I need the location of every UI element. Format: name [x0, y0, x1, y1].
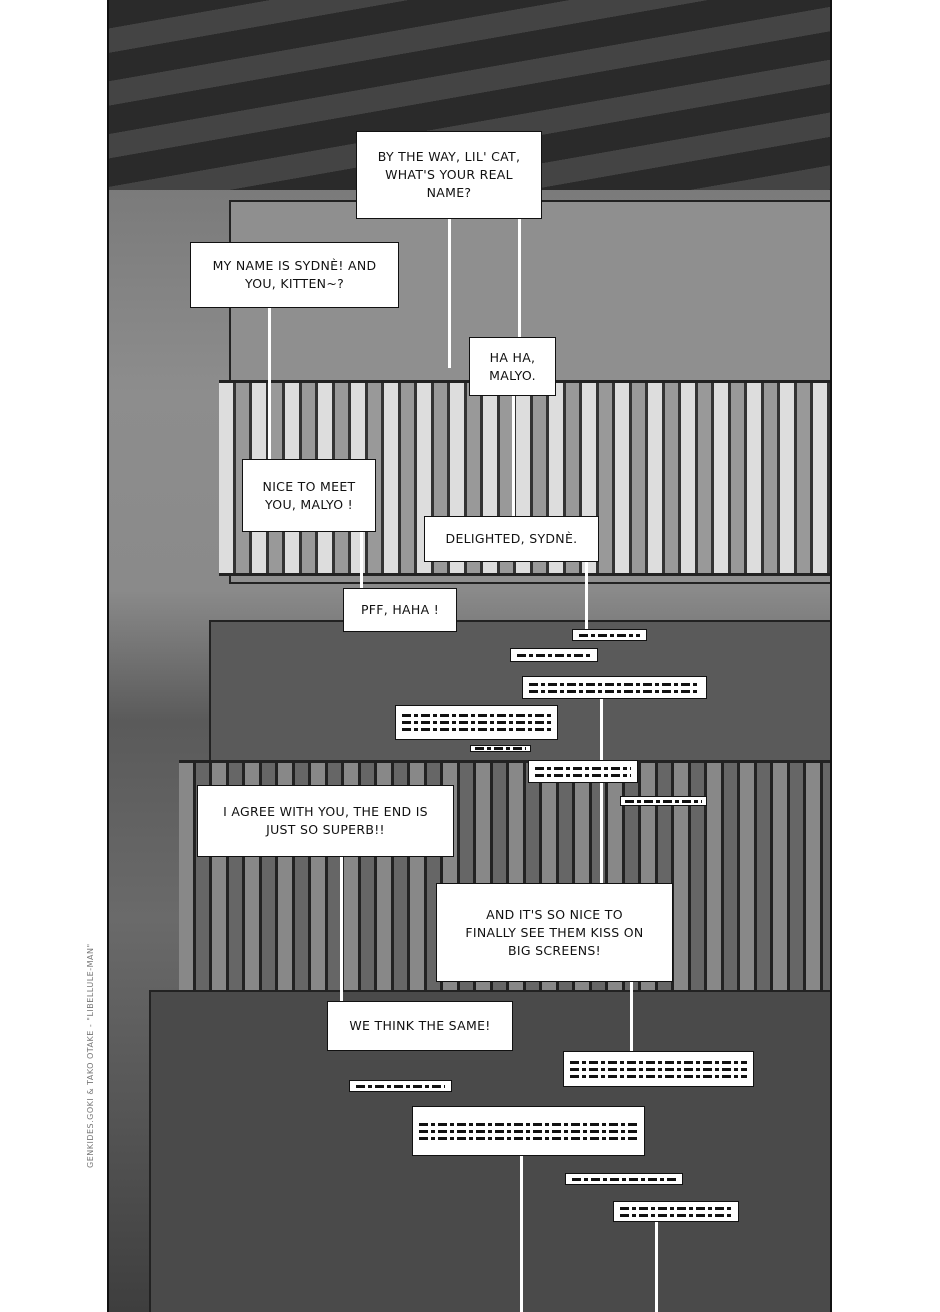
scribble-box	[349, 1080, 452, 1092]
scribble-box	[395, 705, 558, 740]
scribble-box	[412, 1106, 645, 1156]
speech-tail	[585, 561, 588, 629]
scribble-box	[510, 648, 598, 662]
scribble-box	[528, 760, 638, 783]
speech-box: My name is Sydnè! And you, kitten~?	[190, 242, 399, 308]
speech-tail	[360, 531, 363, 588]
credit-text: GENKIDES.GOKI & TAKO OTAKE - "LIBELLULE-…	[86, 943, 95, 1168]
speech-box: I agree with you, the end is just so sup…	[197, 785, 454, 857]
speech-tail	[512, 395, 515, 516]
speech-box: By the way, lil' cat, what's your real n…	[356, 131, 542, 219]
scribble-box	[572, 629, 647, 641]
speech-box: And it's so nice to finally see them kis…	[436, 883, 673, 982]
speech-tail	[518, 218, 521, 338]
speech-box: Delighted, Sydnè.	[424, 516, 599, 562]
speech-tail	[520, 1155, 523, 1312]
scribble-box	[470, 745, 531, 752]
speech-tail	[600, 698, 603, 885]
speech-tail	[448, 218, 451, 368]
speech-tail	[268, 307, 271, 459]
scribble-box	[563, 1051, 754, 1087]
scribble-box	[613, 1201, 739, 1222]
speech-tail	[340, 856, 343, 1001]
speech-tail	[630, 981, 633, 1051]
speech-box: Pff, haha !	[343, 588, 457, 632]
scribble-box	[522, 676, 707, 699]
speech-box: Ha ha, Malyo.	[469, 337, 556, 396]
scribble-box	[620, 796, 707, 806]
speech-tail	[655, 1221, 658, 1312]
scribble-box	[565, 1173, 683, 1185]
speech-box: We think the same!	[327, 1001, 513, 1051]
speech-box: Nice to meet you, Malyo !	[242, 459, 376, 532]
